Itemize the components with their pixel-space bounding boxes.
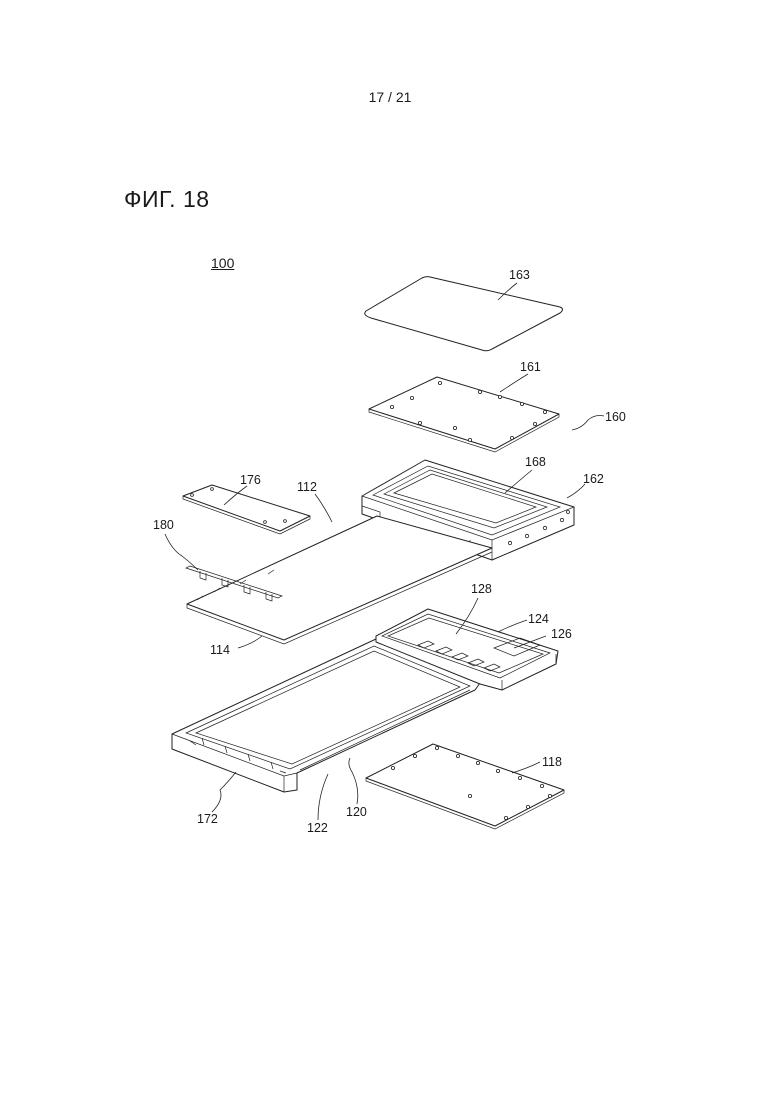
label-114: 114 bbox=[210, 643, 230, 657]
label-161: 161 bbox=[520, 360, 541, 374]
label-168: 168 bbox=[525, 455, 546, 469]
label-172: 172 bbox=[197, 812, 218, 826]
label-162: 162 bbox=[583, 472, 604, 486]
label-128: 128 bbox=[471, 582, 492, 596]
label-118: 118 bbox=[542, 755, 562, 769]
label-126: 126 bbox=[551, 627, 572, 641]
part-163-cover-sheet bbox=[365, 277, 563, 351]
label-163: 163 bbox=[509, 268, 530, 282]
part-118-bottom-plate bbox=[366, 744, 564, 829]
part-176-small-plate bbox=[183, 485, 310, 534]
label-122: 122 bbox=[307, 821, 328, 835]
part-161-plate bbox=[369, 377, 559, 452]
label-176: 176 bbox=[240, 473, 261, 487]
label-120: 120 bbox=[346, 805, 367, 819]
label-180: 180 bbox=[153, 518, 174, 532]
label-124: 124 bbox=[528, 612, 549, 626]
label-160: 160 bbox=[605, 410, 626, 424]
label-112: 112 bbox=[297, 480, 317, 494]
